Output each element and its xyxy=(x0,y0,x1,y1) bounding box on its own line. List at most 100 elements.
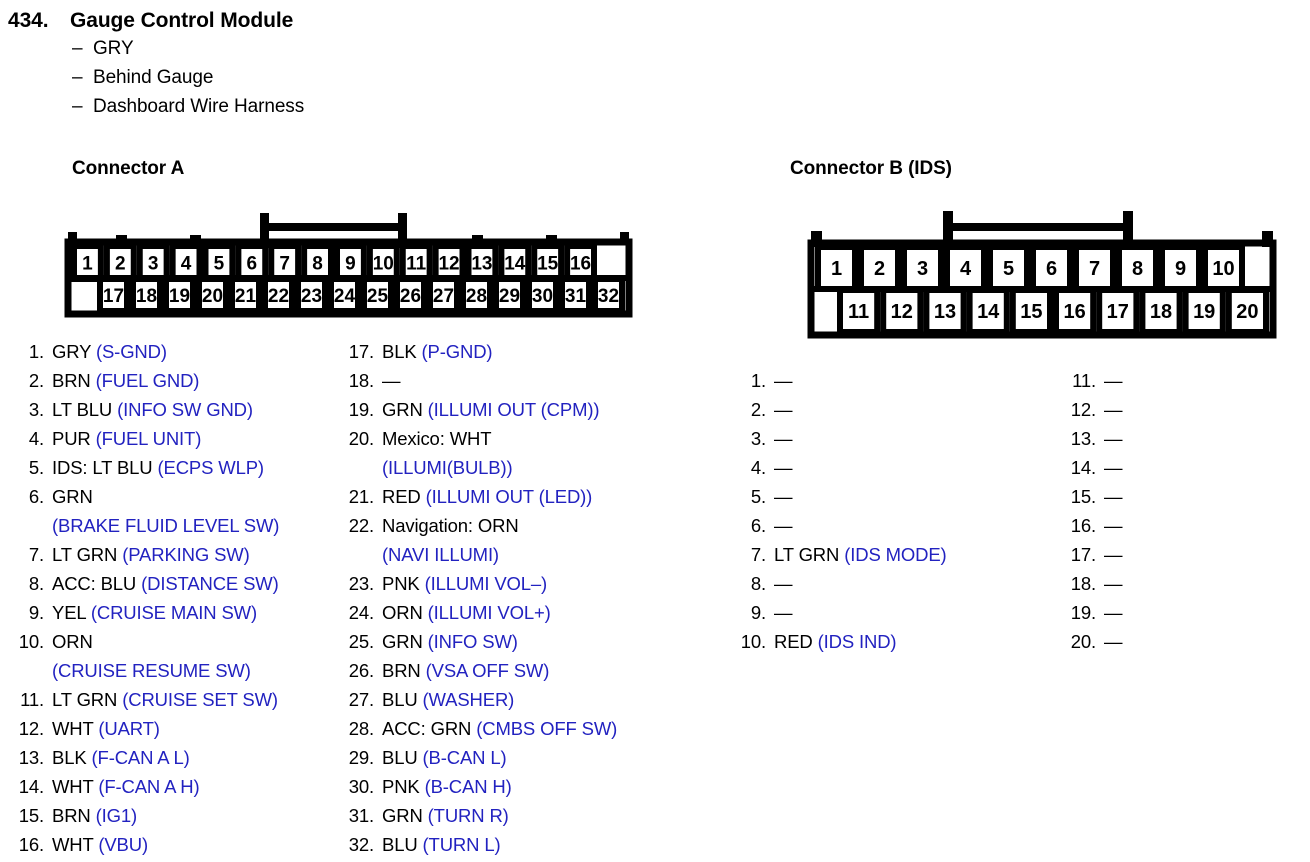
pin-index-label: 16. xyxy=(1070,515,1096,536)
connector-pin-cell xyxy=(1096,287,1140,335)
pin-number-label: 16 xyxy=(570,253,591,274)
pin-number-label: 25 xyxy=(367,286,389,307)
pin-number-label: 16 xyxy=(1063,301,1085,323)
connector-pin-cell xyxy=(196,276,229,314)
pin-list-line: 11.— xyxy=(1058,366,1122,395)
pin-index-label: 9. xyxy=(750,602,766,623)
pin-description: — xyxy=(1104,395,1123,424)
pin-empty-dash: — xyxy=(1104,631,1123,652)
pin-index-label: 28. xyxy=(348,718,374,739)
pin-description: IDS: LT BLU (ECPS WLP) xyxy=(52,453,279,482)
pin-wire-color: BLU xyxy=(100,573,137,594)
pin-signal-name: (BRAKE FLUID LEVEL SW) xyxy=(52,515,280,536)
pin-list-line: 17.BLK (P-GND) xyxy=(342,337,617,366)
connector-pin-cell xyxy=(229,276,262,314)
pin-number-label: 15 xyxy=(537,253,559,274)
pin-empty-dash: — xyxy=(382,370,401,391)
pin-index-label: 27. xyxy=(348,689,374,710)
pin-index-label: 5. xyxy=(28,457,44,478)
pin-variant-prefix: ACC: xyxy=(382,718,431,739)
pin-signal-name: (FUEL UNIT) xyxy=(95,428,202,449)
pin-index-label: 15. xyxy=(18,805,44,826)
pin-variant-prefix: IDS: xyxy=(52,457,93,478)
module-name: Gauge Control Module xyxy=(70,9,294,32)
pin-index-label: 10. xyxy=(740,631,766,652)
pin-number-label: 26 xyxy=(400,286,421,307)
pin-index-label: 18. xyxy=(348,370,374,391)
pin-index-label: 15. xyxy=(1070,486,1096,507)
bullet-dash-icon: – xyxy=(72,67,83,88)
pin-list-item: 9.YEL (CRUISE MAIN SW) xyxy=(14,598,279,627)
pin-variant-prefix: ACC: xyxy=(52,573,101,594)
connector-b-pin-list-right: 11.—12.—13.—14.—15.—16.—17.—18.—19.—20.— xyxy=(1058,366,1123,656)
pin-wire-color: RED xyxy=(382,486,421,507)
pin-empty-dash: — xyxy=(1104,457,1123,478)
connector-a-latch xyxy=(260,213,407,248)
pin-number-label: 1 xyxy=(82,253,93,274)
pin-signal-name: (CRUISE MAIN SW) xyxy=(90,602,257,623)
pin-number-label: 12 xyxy=(891,301,913,323)
pin-wire-color: BRN xyxy=(52,805,91,826)
pin-list-item: 5. IDS: LT BLU (ECPS WLP) xyxy=(14,453,279,482)
pin-index-label: 12. xyxy=(1070,399,1096,420)
pin-index-label: 8. xyxy=(28,573,44,594)
pin-signal-name: (INFO SW GND) xyxy=(117,399,253,420)
pin-list-line: 4.PUR (FUEL UNIT) xyxy=(14,424,279,453)
pin-number-label: 8 xyxy=(1132,258,1143,280)
pin-list-line: 21.RED (ILLUMI OUT (LED)) xyxy=(342,482,617,511)
pin-empty-dash: — xyxy=(1104,544,1123,565)
pin-list-line: 24.ORN (ILLUMI VOL+) xyxy=(342,598,617,627)
pin-signal-name: (VBU) xyxy=(98,834,148,855)
pin-description: — xyxy=(774,569,947,598)
pin-description: GRN (ILLUMI OUT (CPM)) xyxy=(382,395,617,424)
pin-list-item: 2.— xyxy=(728,395,947,424)
pin-description: GRY (S-GND) xyxy=(52,337,279,366)
pin-signal-name: (INFO SW) xyxy=(427,631,518,652)
pin-list-line: 15.— xyxy=(1058,482,1123,511)
pin-wire-color: LT GRN xyxy=(774,544,840,565)
pin-list-line: 29.BLU (B-CAN L) xyxy=(342,743,617,772)
connector-pin-cell xyxy=(559,276,592,314)
connector-pin-cell xyxy=(901,244,944,292)
connector-pin-cell xyxy=(880,287,924,335)
pin-number-label: 15 xyxy=(1020,301,1042,323)
pin-number-label: 7 xyxy=(1089,258,1100,280)
pin-number-label: 12 xyxy=(438,253,459,274)
pin-number-label: 9 xyxy=(1175,258,1186,280)
connector-a-pin-list-left: 1.GRY (S-GND)2.BRN (FUEL GND)3.LT BLU (I… xyxy=(14,337,280,859)
pin-description: — xyxy=(774,598,947,627)
pin-list-item: 15.BRN (IG1) xyxy=(14,801,279,830)
pin-number-label: 5 xyxy=(1003,258,1014,280)
pin-index-label: 25. xyxy=(348,631,374,652)
pin-list-item: 18.— xyxy=(1058,569,1123,598)
pin-description: ACC: GRN (CMBS OFF SW) xyxy=(382,714,617,743)
pin-number-label: 4 xyxy=(960,258,972,280)
module-title-block: 434. Gauge Control Module –GRY–Behind Ga… xyxy=(8,8,628,121)
pin-index-label: 12. xyxy=(18,718,44,739)
pin-wire-color: RED xyxy=(774,631,813,652)
connector-a-heading: Connector A xyxy=(72,158,185,179)
pin-empty-dash: — xyxy=(1104,602,1123,623)
pin-wire-color: BLU xyxy=(382,689,418,710)
connector-pin-cell xyxy=(460,276,493,314)
pin-description: BLU (B-CAN L) xyxy=(382,743,617,772)
pin-index-label: 10. xyxy=(18,631,44,652)
pin-list-item: 14.WHT (F-CAN A H) xyxy=(14,772,279,801)
pin-description: — xyxy=(774,366,947,395)
pin-list-item: 12. — xyxy=(1058,395,1123,424)
pin-variant-prefix: Navigation: xyxy=(382,515,478,536)
pin-list-item: 20.Mexico: WHT(ILLUMI(BULB)) xyxy=(342,424,617,482)
pin-list-item: 6.— xyxy=(728,511,947,540)
pin-list-line: 18. — xyxy=(342,366,617,395)
pin-number-label: 11 xyxy=(848,301,869,323)
pin-number-label: 6 xyxy=(247,253,258,274)
pin-list-item: 16.WHT (VBU) xyxy=(14,830,279,859)
bullet-dash-icon: – xyxy=(72,96,83,117)
module-attribute: –GRY xyxy=(72,34,628,63)
pin-wire-color: BLK xyxy=(382,341,417,362)
pin-number-label: 6 xyxy=(1046,258,1057,280)
